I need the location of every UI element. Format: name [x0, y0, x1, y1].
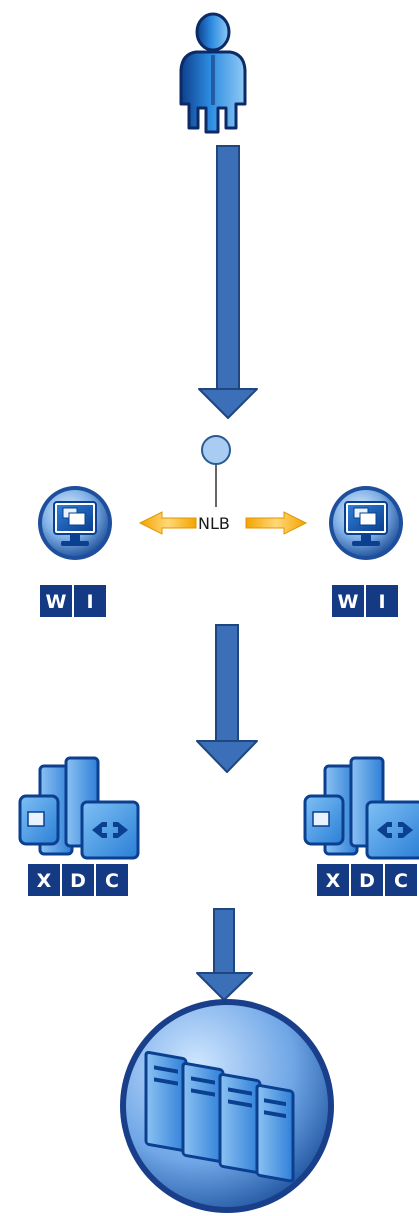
server-farm-icon: [120, 999, 334, 1213]
web-interface-icon-right: [329, 486, 403, 560]
nlb-label: NLB: [198, 514, 230, 533]
badge-letter-w: W: [46, 591, 67, 613]
controller-icon-right: [303, 756, 419, 860]
user-icon: [179, 12, 247, 134]
flow-arrow-user-to-nlb: [198, 145, 258, 419]
controller-badge-right: X D C: [317, 864, 417, 896]
web-interface-badge-right: W I: [332, 585, 398, 617]
controller-icon-left: [18, 756, 140, 860]
nlb-right-arrow: [245, 511, 308, 535]
web-interface-badge-left: W I: [40, 585, 106, 617]
controller-badge-left: X D C: [28, 864, 128, 896]
badge-letter-i: I: [86, 591, 93, 613]
nlb-node: NLB: [138, 435, 308, 535]
badge-letter-x: X: [37, 870, 52, 892]
badge-letter-x: X: [326, 870, 341, 892]
nlb-left-arrow: [138, 511, 197, 535]
badge-letter-c: C: [105, 870, 119, 892]
badge-letter-c: C: [394, 870, 408, 892]
badge-letter-i: I: [378, 591, 385, 613]
web-interface-icon-left: [38, 486, 112, 560]
badge-letter-d: D: [70, 870, 86, 892]
badge-letter-d: D: [359, 870, 375, 892]
flow-arrow-wi-to-xdc: [196, 624, 258, 773]
badge-letter-w: W: [338, 591, 359, 613]
flow-arrow-xdc-to-farm: [196, 908, 253, 1001]
